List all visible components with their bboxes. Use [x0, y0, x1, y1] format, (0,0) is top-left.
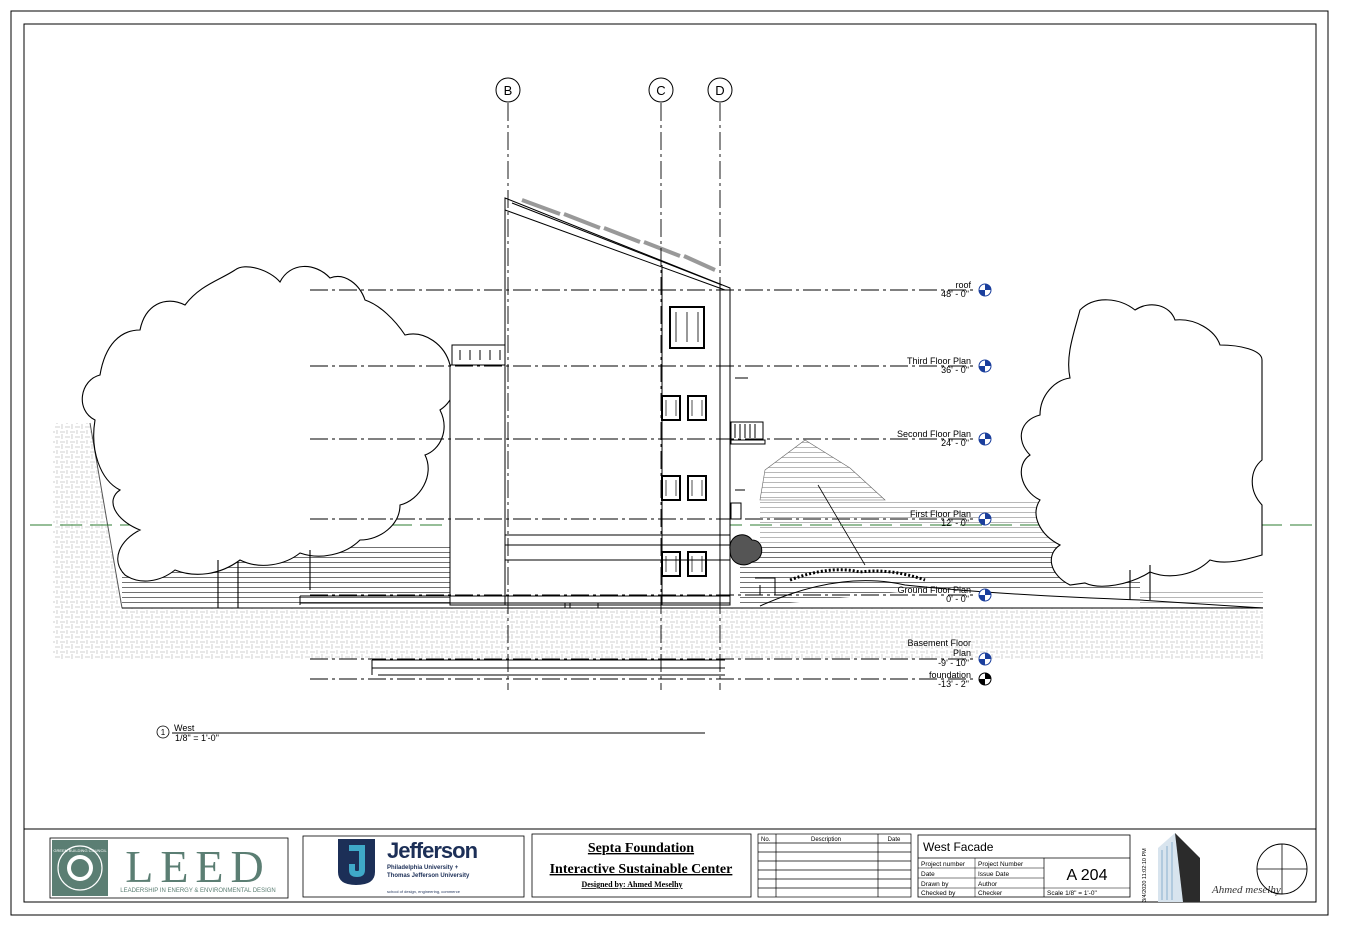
level-elevation: 0' - 0": [946, 594, 969, 604]
level-name: Ground Floor Plan: [897, 585, 971, 595]
rev-col-description: Description: [811, 837, 841, 843]
signature-text: Ahmed meselhy: [1211, 884, 1281, 896]
sheet-row-value: Issue Date: [978, 871, 1009, 878]
building: [299, 197, 776, 676]
grid-label-d: D: [715, 83, 724, 98]
project-title: Septa Foundation: [588, 841, 694, 856]
grid-line-d: D: [707, 77, 733, 690]
rev-col-no: No.: [761, 837, 771, 843]
sheet-row-label: Drawn by: [921, 881, 949, 888]
leed-letters: LEED: [125, 841, 271, 892]
project-designer: Designed by: Ahmed Meselhy: [581, 880, 682, 889]
level-marker-icon: [978, 652, 992, 666]
tree-left: [81, 265, 456, 608]
level-lines: roof 48' - 0" Third Floor Plan 36' - 0" …: [310, 280, 992, 689]
leed-tagline: LEADERSHIP IN ENERGY & ENVIRONMENTAL DES…: [120, 888, 275, 894]
grid-line-b: B: [495, 77, 521, 690]
jefferson-line1: Philadelphia University +: [387, 865, 459, 871]
jefferson-line2: Thomas Jefferson University: [387, 873, 470, 879]
print-timestamp: 3/4/2020 11:02:10 PM: [1142, 848, 1148, 902]
sheet-row-value: Checker: [978, 890, 1003, 897]
signature-logo: Ahmed meselhy: [1158, 833, 1281, 902]
sheet-row-label: Date: [921, 871, 935, 878]
sheet-scale: Scale 1/8" = 1'-0": [1047, 890, 1097, 897]
level-marker-icon: [978, 512, 992, 526]
level-marker-icon: [978, 432, 992, 446]
sheet-row-value: Author: [978, 881, 998, 888]
level-third-floor: Third Floor Plan 36' - 0": [310, 356, 992, 375]
level-elevation: 36' - 0": [941, 365, 969, 375]
jefferson-logo: Jefferson Philadelphia University + Thom…: [302, 835, 525, 898]
project-subtitle: Interactive Sustainable Center: [550, 862, 733, 877]
outer-border: [10, 10, 1329, 916]
level-name: Third Floor Plan: [907, 356, 971, 366]
level-name: Basement Floor: [907, 638, 971, 648]
level-marker-icon: [978, 672, 992, 686]
level-name: foundation: [929, 670, 971, 680]
sheet-title: West Facade: [923, 840, 994, 854]
revisions-table: No. Description Date: [757, 833, 912, 898]
leed-ring-text: GREEN BUILDING COUNCIL: [53, 848, 107, 853]
north-arrow-icon: [1256, 843, 1308, 895]
jefferson-line3: school of design, engineering, commerce: [387, 889, 461, 894]
inner-border: [23, 23, 1317, 903]
view-name: West: [174, 723, 195, 733]
level-name: roof: [955, 280, 971, 290]
level-name: First Floor Plan: [910, 509, 971, 519]
tree-right: [1020, 299, 1263, 600]
level-elevation: 24' - 0": [941, 438, 969, 448]
grid-line-c: C: [648, 77, 674, 690]
level-ground-floor: Ground Floor Plan 0' - 0": [310, 585, 992, 604]
level-elevation: -9' - 10": [938, 658, 969, 668]
level-foundation: foundation -13' - 2": [310, 670, 992, 689]
level-marker-icon: [978, 359, 992, 373]
level-first-floor: First Floor Plan 12' - 0": [310, 509, 992, 528]
grid-label-c: C: [656, 83, 665, 98]
sheet-row-label: Project number: [921, 861, 966, 868]
level-marker-icon: [978, 283, 992, 297]
sheet-row-value: Project Number: [978, 861, 1024, 868]
project-info: Septa Foundation Interactive Sustainable…: [531, 833, 752, 898]
sheet-info: West Facade Project number Project Numbe…: [917, 834, 1131, 898]
level-elevation: -13' - 2": [938, 679, 969, 689]
grid-label-b: B: [504, 83, 513, 98]
view-number: 1: [161, 728, 166, 737]
rev-col-date: Date: [888, 837, 901, 843]
leed-logo: GREEN BUILDING COUNCIL LEED LEADERSHIP I…: [49, 837, 289, 899]
sheet-row-label: Checked by: [921, 890, 956, 897]
level-name-cont: Plan: [953, 648, 971, 658]
level-name: Second Floor Plan: [897, 429, 971, 439]
title-block: GREEN BUILDING COUNCIL LEED LEADERSHIP I…: [24, 828, 1316, 902]
view-scale: 1/8" = 1'-0": [175, 733, 219, 743]
level-elevation: 12' - 0": [941, 518, 969, 528]
level-elevation: 48' - 0": [941, 289, 969, 299]
sheet-number: A 204: [1067, 867, 1108, 884]
level-basement-floor: Basement Floor Plan -9' - 10": [310, 638, 992, 668]
jefferson-name: Jefferson: [387, 838, 478, 863]
level-second-floor: Second Floor Plan 24' - 0": [310, 429, 992, 448]
level-marker-icon: [978, 588, 992, 602]
grid-lines: B C D: [495, 77, 733, 690]
level-roof: roof 48' - 0": [310, 280, 992, 299]
view-title: 1 West 1/8" = 1'-0": [156, 723, 705, 743]
